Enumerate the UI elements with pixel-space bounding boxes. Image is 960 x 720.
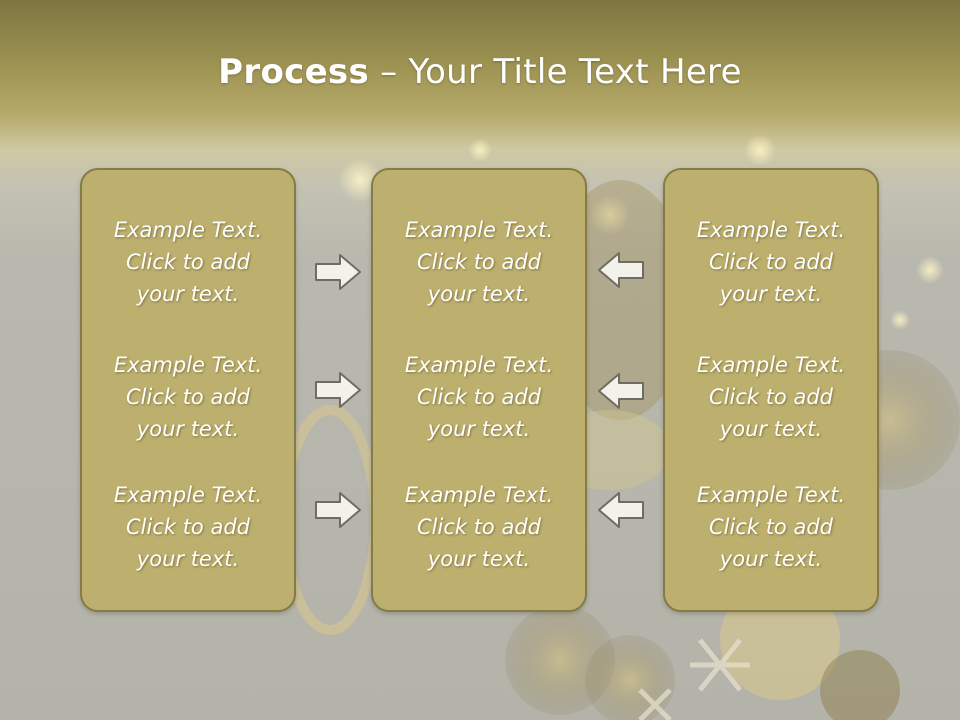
text-line: Example Text.	[404, 353, 554, 377]
title-rest: – Your Title Text Here	[369, 52, 742, 92]
text-line: your text.	[719, 547, 823, 571]
text-line: Example Text.	[404, 483, 554, 507]
right-arrow-icon[interactable]	[314, 370, 362, 410]
text-line: Example Text.	[696, 483, 846, 507]
text-line: your text.	[136, 417, 240, 441]
text-line: Click to add	[416, 385, 541, 409]
text-block[interactable]: Example Text. Click to add your text.	[665, 214, 877, 310]
text-block[interactable]: Example Text. Click to add your text.	[373, 214, 585, 310]
process-box-right[interactable]: Example Text. Click to add your text. Ex…	[663, 168, 879, 612]
text-block[interactable]: Example Text. Click to add your text.	[665, 349, 877, 445]
text-block[interactable]: Example Text. Click to add your text.	[373, 479, 585, 575]
text-line: Click to add	[125, 385, 250, 409]
text-line: Click to add	[708, 515, 833, 539]
right-arrow-icon[interactable]	[314, 490, 362, 530]
text-line: Example Text.	[113, 483, 263, 507]
text-block[interactable]: Example Text. Click to add your text.	[82, 349, 294, 445]
text-line: your text.	[719, 417, 823, 441]
text-line: your text.	[136, 547, 240, 571]
text-line: your text.	[427, 547, 531, 571]
text-line: Example Text.	[113, 353, 263, 377]
process-box-center[interactable]: Example Text. Click to add your text. Ex…	[371, 168, 587, 612]
text-line: Click to add	[416, 515, 541, 539]
text-line: Example Text.	[696, 353, 846, 377]
text-line: Click to add	[416, 250, 541, 274]
text-line: Click to add	[125, 515, 250, 539]
text-line: your text.	[427, 282, 531, 306]
slide-title[interactable]: Process – Your Title Text Here	[0, 52, 960, 92]
text-line: your text.	[427, 417, 531, 441]
left-arrow-icon[interactable]	[597, 371, 645, 411]
text-block[interactable]: Example Text. Click to add your text.	[82, 214, 294, 310]
text-line: Click to add	[125, 250, 250, 274]
text-line: Example Text.	[696, 218, 846, 242]
text-line: Click to add	[708, 250, 833, 274]
left-arrow-icon[interactable]	[597, 490, 645, 530]
text-line: Example Text.	[404, 218, 554, 242]
text-block[interactable]: Example Text. Click to add your text.	[373, 349, 585, 445]
text-line: Click to add	[708, 385, 833, 409]
right-arrow-icon[interactable]	[314, 252, 362, 292]
text-block[interactable]: Example Text. Click to add your text.	[665, 479, 877, 575]
text-line: your text.	[719, 282, 823, 306]
text-line: your text.	[136, 282, 240, 306]
title-bold: Process	[218, 52, 370, 92]
process-box-left[interactable]: Example Text. Click to add your text. Ex…	[80, 168, 296, 612]
text-line: Example Text.	[113, 218, 263, 242]
text-block[interactable]: Example Text. Click to add your text.	[82, 479, 294, 575]
left-arrow-icon[interactable]	[597, 250, 645, 290]
